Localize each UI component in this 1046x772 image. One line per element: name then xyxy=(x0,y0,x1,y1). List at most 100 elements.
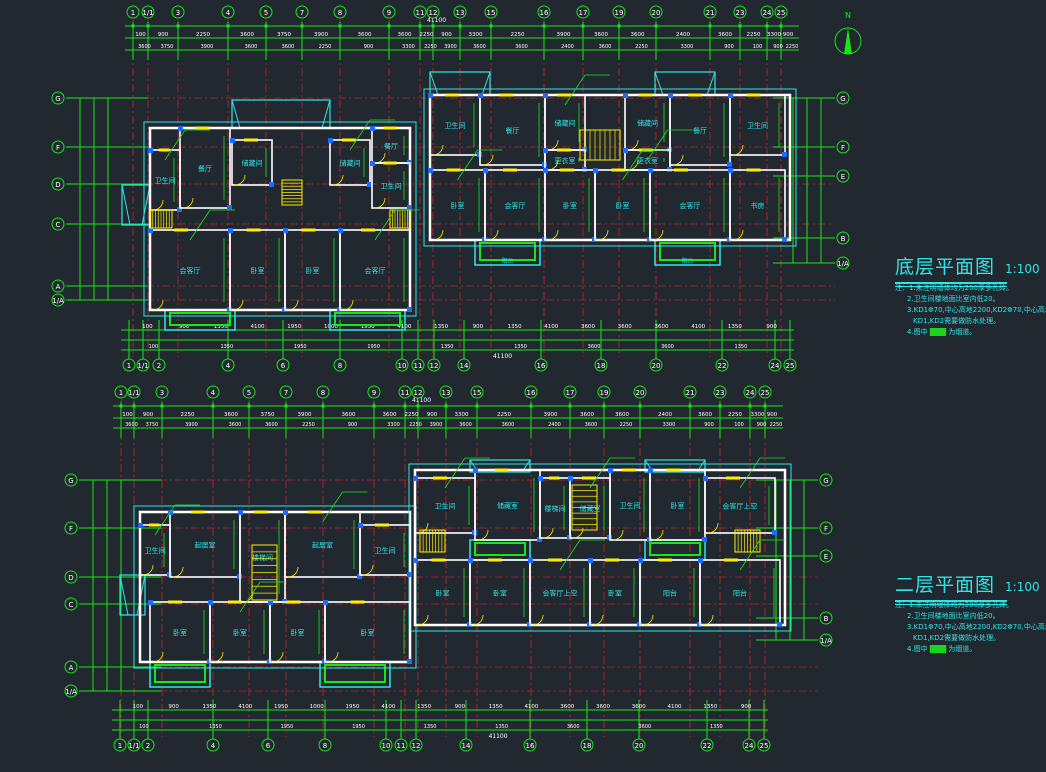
axis-bubble xyxy=(439,385,453,399)
dimension-text: 2400 xyxy=(676,32,690,38)
axis-bubble xyxy=(64,597,78,611)
flue-legend-swatch: ▇▇▇ xyxy=(929,645,947,653)
dimension-text: 3600 xyxy=(138,44,151,50)
axis-label: 20 xyxy=(652,9,661,17)
exterior-wall xyxy=(138,510,412,664)
note-line: 2.卫生间楼地面比室内低20。 xyxy=(907,295,1000,303)
axis-bubble xyxy=(379,738,393,752)
roof-outline xyxy=(654,71,716,96)
dimension-text: 900 xyxy=(757,422,767,428)
structural-column xyxy=(168,510,173,515)
dimension-text: 100 xyxy=(142,324,153,330)
window xyxy=(746,93,761,97)
dimension-tick xyxy=(542,24,546,28)
structural-column xyxy=(588,558,593,563)
axis-bubble xyxy=(783,358,797,372)
note-line: 注：1.未注明墙体均为200厚多孔砖。 xyxy=(895,284,1014,292)
structural-column xyxy=(593,168,598,173)
window xyxy=(445,93,459,97)
axis-label: 4 xyxy=(226,9,231,17)
window xyxy=(307,510,322,514)
dimension-text: 900 xyxy=(143,412,154,418)
balcony-railing xyxy=(659,242,716,261)
axis-label: 18 xyxy=(597,362,606,370)
window xyxy=(724,558,738,562)
axis-bubble xyxy=(122,358,136,372)
dimension-text: 3600 xyxy=(588,344,601,350)
door-swing xyxy=(707,522,719,534)
window xyxy=(582,476,596,480)
title-underline xyxy=(895,600,1007,602)
axis-label: 7 xyxy=(300,9,304,17)
roof-hip-line xyxy=(654,71,664,96)
dimension-text: 3600 xyxy=(596,704,610,710)
dimension-tick xyxy=(132,404,136,408)
axis-bubble xyxy=(279,385,293,399)
structural-column xyxy=(728,93,733,98)
room-label: 卫生间 xyxy=(747,121,768,130)
door-swing xyxy=(612,529,624,541)
door-swing xyxy=(362,564,374,576)
axis-bubble xyxy=(836,231,850,245)
window xyxy=(383,161,397,165)
axis-bubble xyxy=(413,5,427,19)
axis-bubble xyxy=(612,5,626,19)
annotation-leader-line xyxy=(189,209,211,241)
overall-dimension-text: 41100 xyxy=(427,17,446,24)
dimension-tick xyxy=(431,24,435,28)
room-label: 书房 xyxy=(751,201,765,210)
window xyxy=(253,510,268,514)
axis-label: 1/A xyxy=(65,688,77,696)
dimension-tick xyxy=(617,24,621,28)
window xyxy=(557,148,571,152)
overall-dimension-text: 41100 xyxy=(493,353,512,360)
axis-label: F xyxy=(841,144,845,152)
window xyxy=(658,558,672,562)
note-line: 4.图中 ▇▇▇ 为烟道。 xyxy=(895,327,1046,338)
axis-label: 11 xyxy=(397,742,406,750)
axis-label: 8 xyxy=(338,362,342,370)
note-text: 为烟道。 xyxy=(948,645,977,653)
dimension-text: 900 xyxy=(364,44,374,50)
axis-bubble xyxy=(774,5,788,19)
axis-bubble xyxy=(836,140,850,154)
dimension-tick xyxy=(284,404,288,408)
axis-bubble xyxy=(453,5,467,19)
dimension-text: 3600 xyxy=(515,44,528,50)
axis-label: 11 xyxy=(416,9,425,17)
structural-column xyxy=(668,93,673,98)
note-line: 注：1.未注明墙体均为200厚多孔砖。 xyxy=(895,601,1014,609)
structural-column xyxy=(357,574,362,579)
door-swing xyxy=(542,527,554,539)
axis-label: 13 xyxy=(456,9,465,17)
axis-bubble xyxy=(411,358,425,372)
second-plan-title: 二层平面图 xyxy=(895,574,996,596)
room-label: 会客厅上空 xyxy=(543,589,578,598)
axis-bubble xyxy=(700,738,714,752)
axis-bubble xyxy=(152,358,166,372)
dimension-text: 3600 xyxy=(580,412,594,418)
axis-label: 11 xyxy=(401,389,410,397)
structural-column xyxy=(483,168,488,173)
axis-label: 12 xyxy=(412,742,421,750)
door-swing xyxy=(547,139,559,151)
room-label: 起居室 xyxy=(312,541,333,550)
room-label: 储藏间 xyxy=(637,119,658,128)
structural-column xyxy=(338,228,343,233)
dimension-text: 3600 xyxy=(125,422,138,428)
structural-column xyxy=(528,558,533,563)
room-label: 卫生间 xyxy=(145,546,166,555)
dimension-text: 1950 xyxy=(367,344,380,350)
axis-label: 1 xyxy=(131,9,135,17)
axis-bubble xyxy=(113,738,127,752)
door-swing xyxy=(332,174,344,186)
annotation-leader-line xyxy=(444,457,466,489)
second-plan-scale: 1:100 xyxy=(1005,580,1040,594)
dimension-text: 3600 xyxy=(240,32,254,38)
balcony-railing xyxy=(169,312,231,326)
roof-hip-line xyxy=(231,99,241,129)
annotation-leader-line xyxy=(559,539,581,571)
room-label: 更衣室 xyxy=(555,156,576,165)
window xyxy=(383,126,397,130)
